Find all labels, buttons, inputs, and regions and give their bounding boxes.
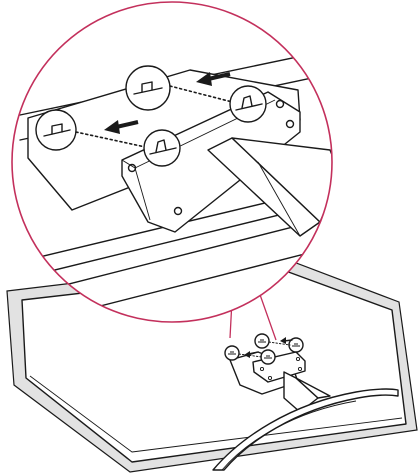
hook-slot-circle-3: [144, 130, 180, 166]
hook-slot-circle-4: [230, 86, 266, 122]
hook-slot-circle-2: [126, 66, 170, 110]
hook-slot-circle-1: [36, 110, 76, 150]
